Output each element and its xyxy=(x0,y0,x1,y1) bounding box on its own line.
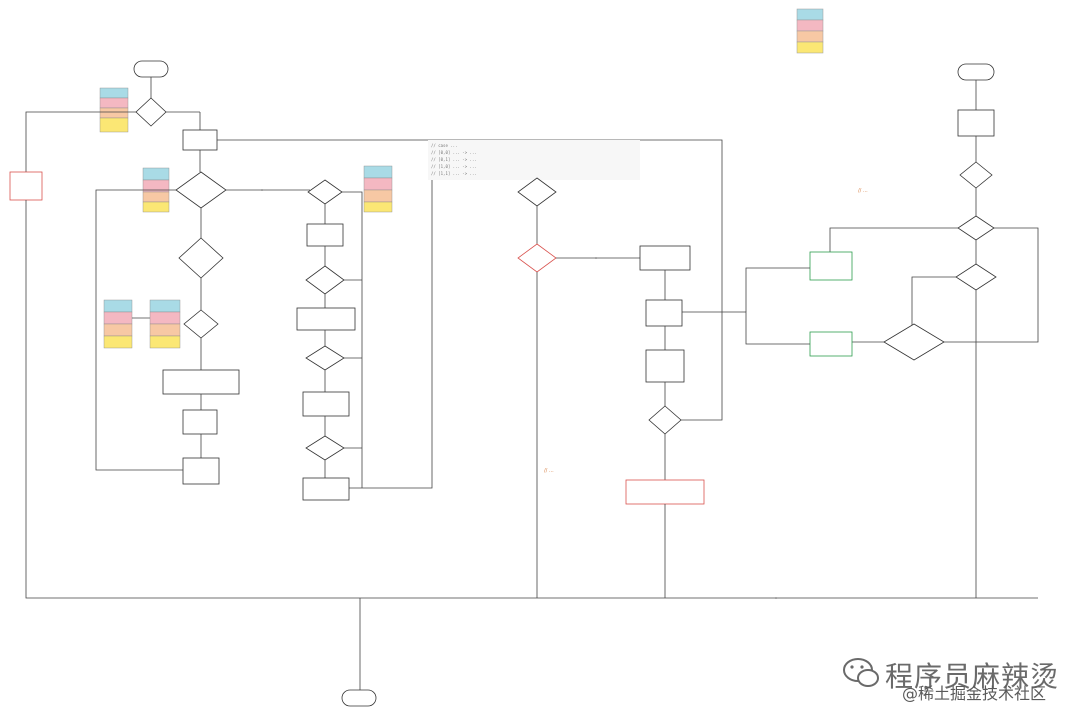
watermark-subtitle: @稀土掘金技术社区 xyxy=(902,684,1047,703)
center-right-flow: // ... xyxy=(517,177,705,598)
code-line-2: // [0,0] ... -> ... xyxy=(431,150,477,155)
code-line-1: // case ... xyxy=(431,143,458,148)
legend xyxy=(796,8,824,54)
right-flow: // ... xyxy=(682,63,1039,598)
middle-flow xyxy=(296,165,521,501)
watermark-title: 程序员麻辣烫 xyxy=(885,660,1060,693)
code-line-3: // [0,1] ... -> ... xyxy=(431,157,477,162)
code-line-5: // [1,1] ... -> ... xyxy=(431,171,477,176)
right-comment: // ... xyxy=(858,188,868,194)
code-line-4: // [1,0] ... -> ... xyxy=(431,164,477,169)
wechat-logo-icon xyxy=(843,658,879,687)
edge-labels xyxy=(261,189,777,599)
left-flow xyxy=(9,60,1038,599)
code-comment: // case ... // [0,0] ... -> ... // [0,1]… xyxy=(428,140,640,180)
mid-comment: // ... xyxy=(544,468,554,474)
end-flow xyxy=(341,598,377,707)
